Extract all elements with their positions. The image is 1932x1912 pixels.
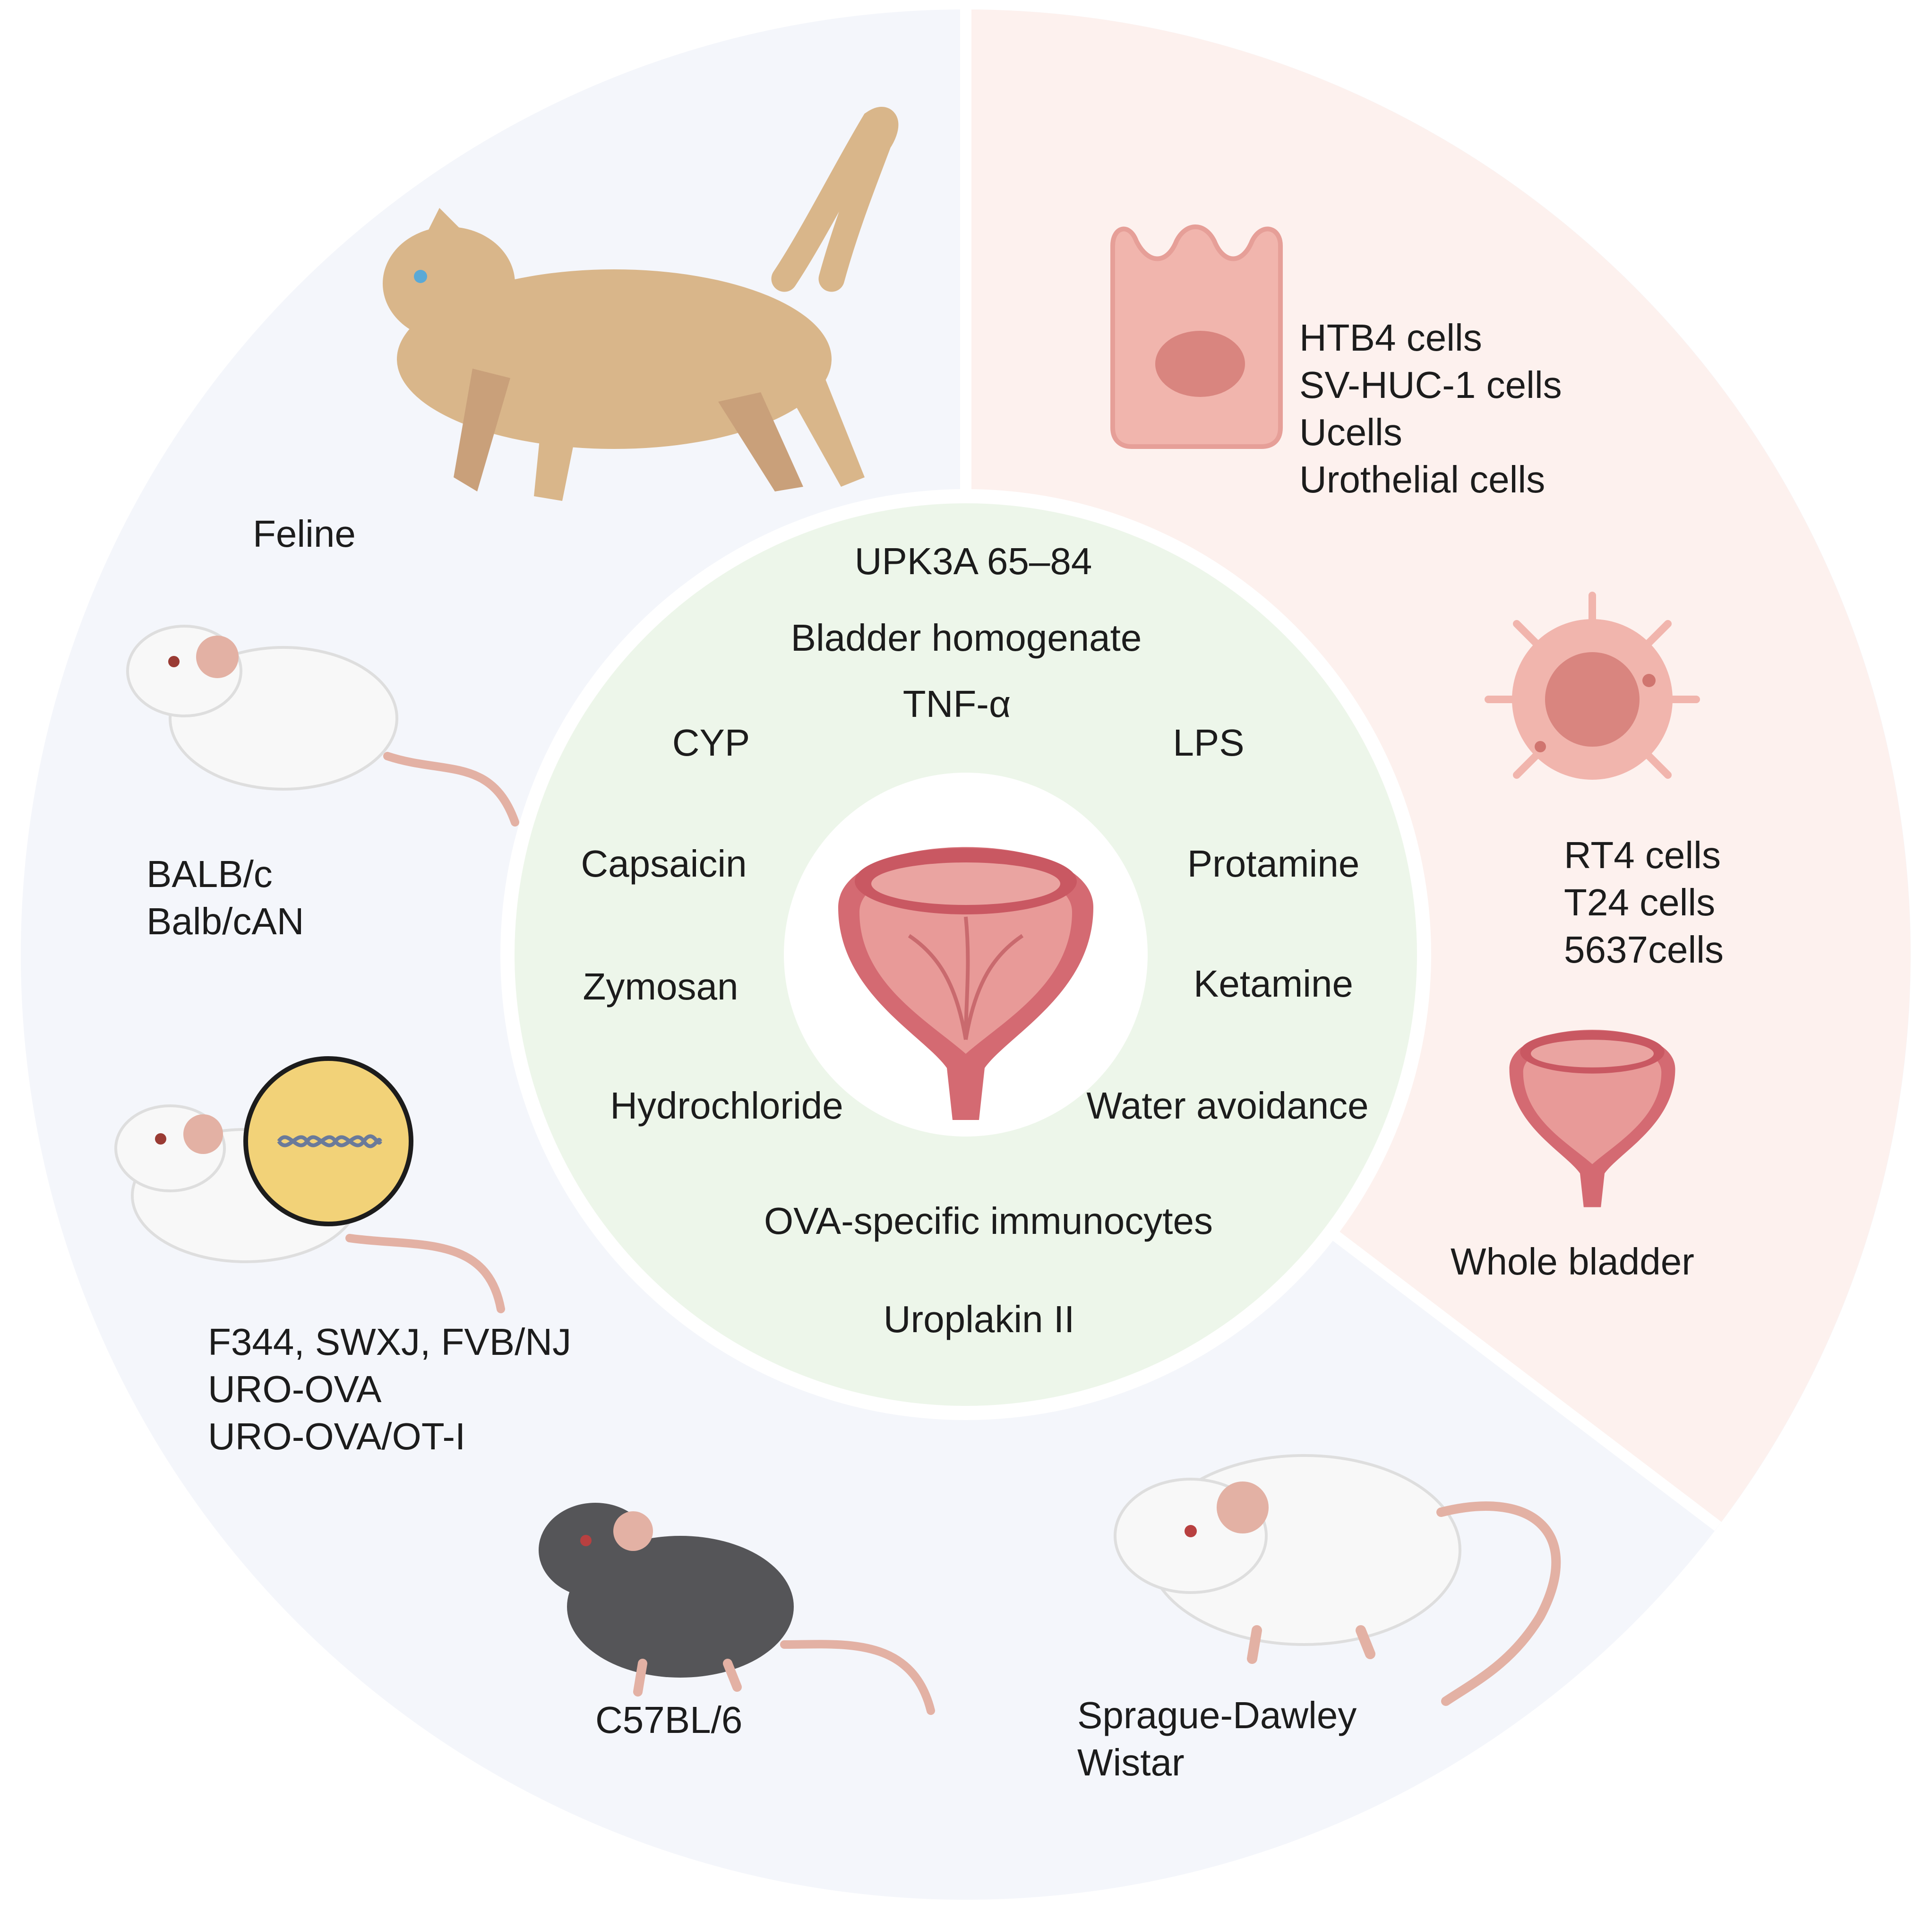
whole-bladder-icon: [1509, 1030, 1675, 1207]
gene-circle: [243, 1056, 413, 1226]
inducer-tnf: TNF-α: [902, 683, 1011, 725]
rat-icon: [1114, 1454, 1561, 1706]
c57-mouse-icon: [539, 1503, 935, 1715]
label-cancer-cells: RT4 cells T24 cells 5637cells: [1564, 834, 1724, 971]
cancer-cell-icon: [1485, 592, 1700, 780]
urothelial-cell-icon: [1110, 224, 1283, 449]
inducer-zymosan: Zymosan: [583, 965, 738, 1008]
inducer-capsaicin: Capsaicin: [581, 843, 747, 885]
inducer-lps: LPS: [1173, 722, 1245, 764]
cat-icon: [383, 107, 899, 501]
inducer-homogenate: Bladder homogenate: [790, 617, 1142, 659]
balbc-mouse-icon: [126, 625, 519, 827]
label-transgenic: F344, SWXJ, FVB/NJ URO-OVA URO-OVA/OT-I: [208, 1321, 572, 1457]
center-bladder-icon: [838, 847, 1093, 1120]
label-whole-bladder: Whole bladder: [1451, 1240, 1694, 1283]
label-urothelial-cells: HTB4 cells SV-HUC-1 cells Ucells Urothel…: [1299, 317, 1562, 500]
inducer-water-avoidance: Water avoidance: [1086, 1085, 1369, 1127]
inducer-protamine: Protamine: [1187, 843, 1360, 885]
inducer-hydrochloride: Hydrochloride: [610, 1085, 843, 1127]
label-balbc: BALB/c Balb/cAN: [146, 853, 304, 942]
label-rat: Sprague-Dawley Wistar: [1077, 1694, 1357, 1783]
transgenic-mouse-icon: [114, 1056, 505, 1313]
inducer-uroplakin: Uroplakin II: [883, 1298, 1075, 1340]
inducer-ketamine: Ketamine: [1194, 963, 1353, 1005]
label-feline: Feline: [253, 513, 356, 555]
inducer-cyp: CYP: [672, 722, 750, 764]
inducer-ova: OVA-specific immunocytes: [764, 1200, 1213, 1242]
inducer-upk3a: UPK3A 65–84: [854, 540, 1092, 582]
label-c57: C57BL/6: [595, 1699, 743, 1741]
